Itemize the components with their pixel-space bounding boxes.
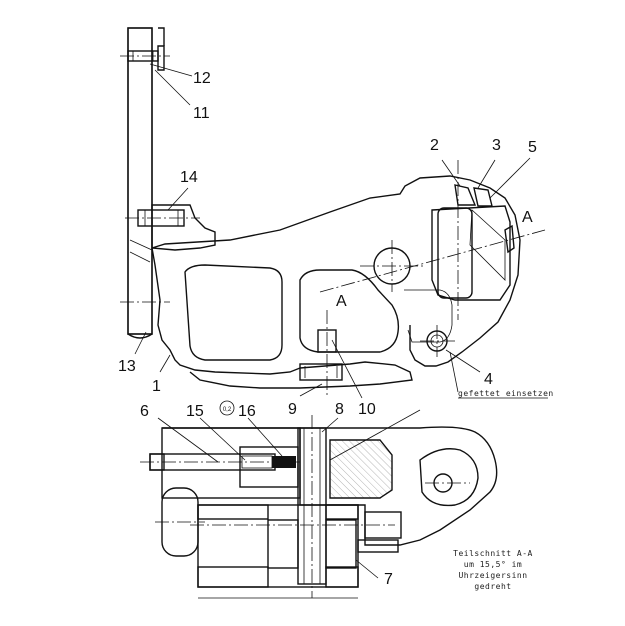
label-9: 9 [288,401,297,418]
label-5: 5 [528,139,537,156]
leader-1 [159,354,171,373]
hinge-assembly [431,157,531,320]
section-label-a-left: A [336,293,347,310]
grease-note: gefettet einsetzen [458,389,554,398]
label-11: 11 [193,105,210,122]
label-12: 12 [193,70,211,87]
bottom-bolt [189,310,413,399]
label-2: 2 [430,137,439,154]
section-caption: Teilschnitt A-A um 15,5° im Uhrzeigersin… [453,549,533,591]
label-14: 14 [180,169,198,186]
label-15: 15 [186,403,204,420]
circle-marker-text: 0,2 [223,407,232,413]
vertical-plate [120,27,170,339]
label-16: 16 [238,403,256,420]
label-8: 8 [335,401,344,418]
label-10: 10 [358,401,376,418]
caption-line-3: Uhrzeigersinn [458,571,527,580]
label-6: 6 [140,403,149,420]
caption-line-4: gedreht [474,582,511,591]
main-body [151,175,546,375]
top-screw [120,27,193,106]
small-circle-marker: 0,2 [219,400,235,416]
caption-line-2: um 15,5° im [464,560,522,569]
section-label-a-right: A [522,209,533,226]
label-7: 7 [384,571,393,588]
grease-note-leader [449,351,548,399]
label-13: 13 [118,358,136,375]
label-1: 1 [152,378,161,395]
leader-13 [134,331,147,355]
caption-line-1: Teilschnitt A-A [453,549,533,558]
label-3: 3 [492,137,501,154]
clamp-block [125,187,216,263]
label-4: 4 [484,371,493,388]
section-view [140,409,498,599]
